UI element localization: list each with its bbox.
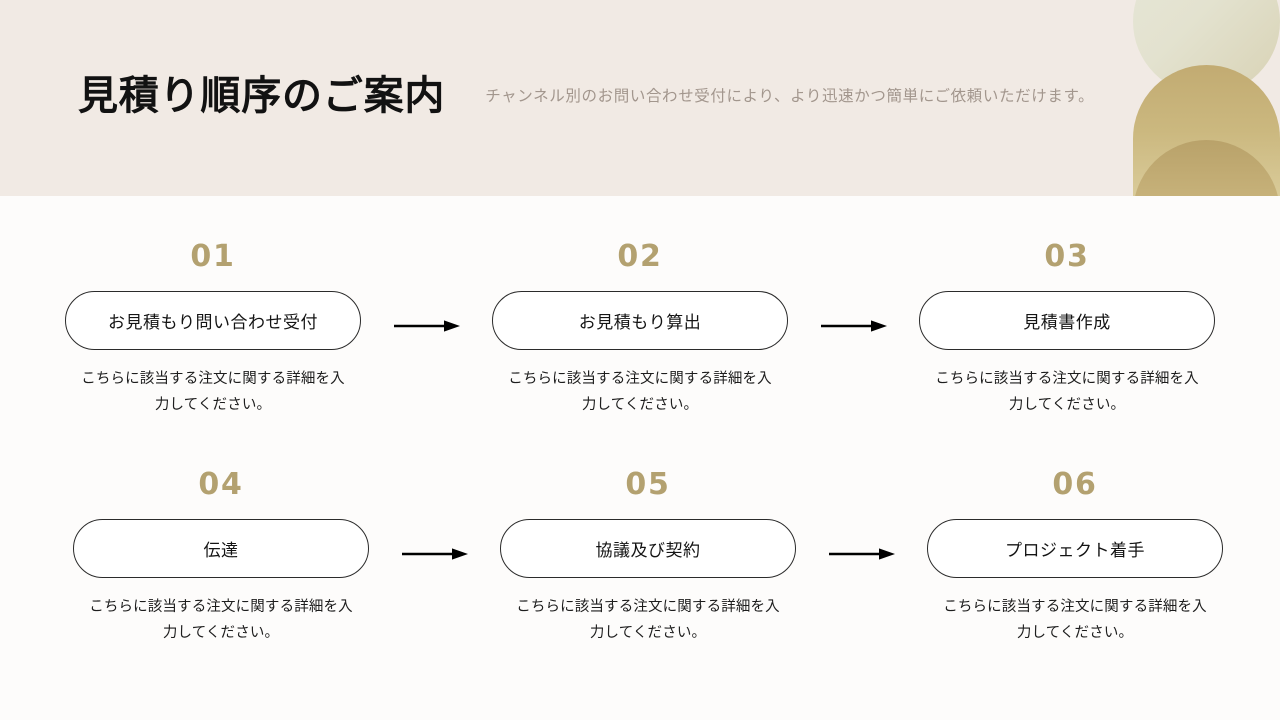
- step-description-01: こちらに該当する注文に関する詳細を入力してください。: [81, 371, 345, 413]
- arrow-right-icon: [828, 548, 895, 560]
- step-card-06[interactable]: 06 プロジェクト着手 こちらに該当する注文に関する詳細を入力してください。: [927, 470, 1223, 647]
- steps-area: 01 お見積もり問い合わせ受付 こちらに該当する注文に関する詳細を入力してくださ…: [0, 196, 1280, 720]
- step-card-04[interactable]: 04 伝達 こちらに該当する注文に関する詳細を入力してください。: [73, 470, 369, 647]
- step-number-03: 03: [1044, 239, 1090, 274]
- header-band: 見積り順序のご案内 チャンネル別のお問い合わせ受付により、より迅速かつ簡単にご依…: [0, 0, 1280, 196]
- connector-02-03: [788, 242, 919, 333]
- page-title: 見積り順序のご案内: [78, 74, 446, 118]
- step-number-02: 02: [617, 239, 663, 274]
- step-description-05: こちらに該当する注文に関する詳細を入力してください。: [516, 599, 780, 641]
- arrow-right-icon: [820, 320, 887, 332]
- header-text-group: 見積り順序のご案内 チャンネル別のお問い合わせ受付により、より迅速かつ簡単にご依…: [78, 0, 1094, 196]
- connector-04-05: [369, 470, 500, 561]
- step-pill-04[interactable]: 伝達: [73, 519, 369, 578]
- step-description-02: こちらに該当する注文に関する詳細を入力してください。: [508, 371, 772, 413]
- step-pill-03[interactable]: 見積書作成: [919, 291, 1215, 350]
- step-description-04: こちらに該当する注文に関する詳細を入力してください。: [89, 599, 353, 641]
- step-pill-06[interactable]: プロジェクト着手: [927, 519, 1223, 578]
- arrow-right-icon: [401, 548, 468, 560]
- arrow-right-icon: [393, 320, 460, 332]
- step-pill-01[interactable]: お見積もり問い合わせ受付: [65, 291, 361, 350]
- step-card-03[interactable]: 03 見積書作成 こちらに該当する注文に関する詳細を入力してください。: [919, 242, 1215, 419]
- connector-05-06: [796, 470, 927, 561]
- step-description-06: こちらに該当する注文に関する詳細を入力してください。: [943, 599, 1207, 641]
- connector-01-02: [361, 242, 492, 333]
- step-pill-05[interactable]: 協議及び契約: [500, 519, 796, 578]
- step-description-03: こちらに該当する注文に関する詳細を入力してください。: [935, 371, 1199, 413]
- step-card-05[interactable]: 05 協議及び契約 こちらに該当する注文に関する詳細を入力してください。: [500, 470, 796, 647]
- step-card-02[interactable]: 02 お見積もり算出 こちらに該当する注文に関する詳細を入力してください。: [492, 242, 788, 419]
- page-subtitle: チャンネル別のお問い合わせ受付により、より迅速かつ簡単にご依頼いただけます。: [485, 88, 1095, 106]
- step-number-04: 04: [198, 467, 244, 502]
- step-row-1: 01 お見積もり問い合わせ受付 こちらに該当する注文に関する詳細を入力してくださ…: [0, 242, 1280, 419]
- step-number-06: 06: [1052, 467, 1098, 502]
- step-card-01[interactable]: 01 お見積もり問い合わせ受付 こちらに該当する注文に関する詳細を入力してくださ…: [65, 242, 361, 419]
- step-pill-02[interactable]: お見積もり算出: [492, 291, 788, 350]
- step-number-01: 01: [190, 239, 236, 274]
- step-row-2: 04 伝達 こちらに該当する注文に関する詳細を入力してください。 05 協議及び…: [8, 470, 1280, 647]
- step-number-05: 05: [625, 467, 671, 502]
